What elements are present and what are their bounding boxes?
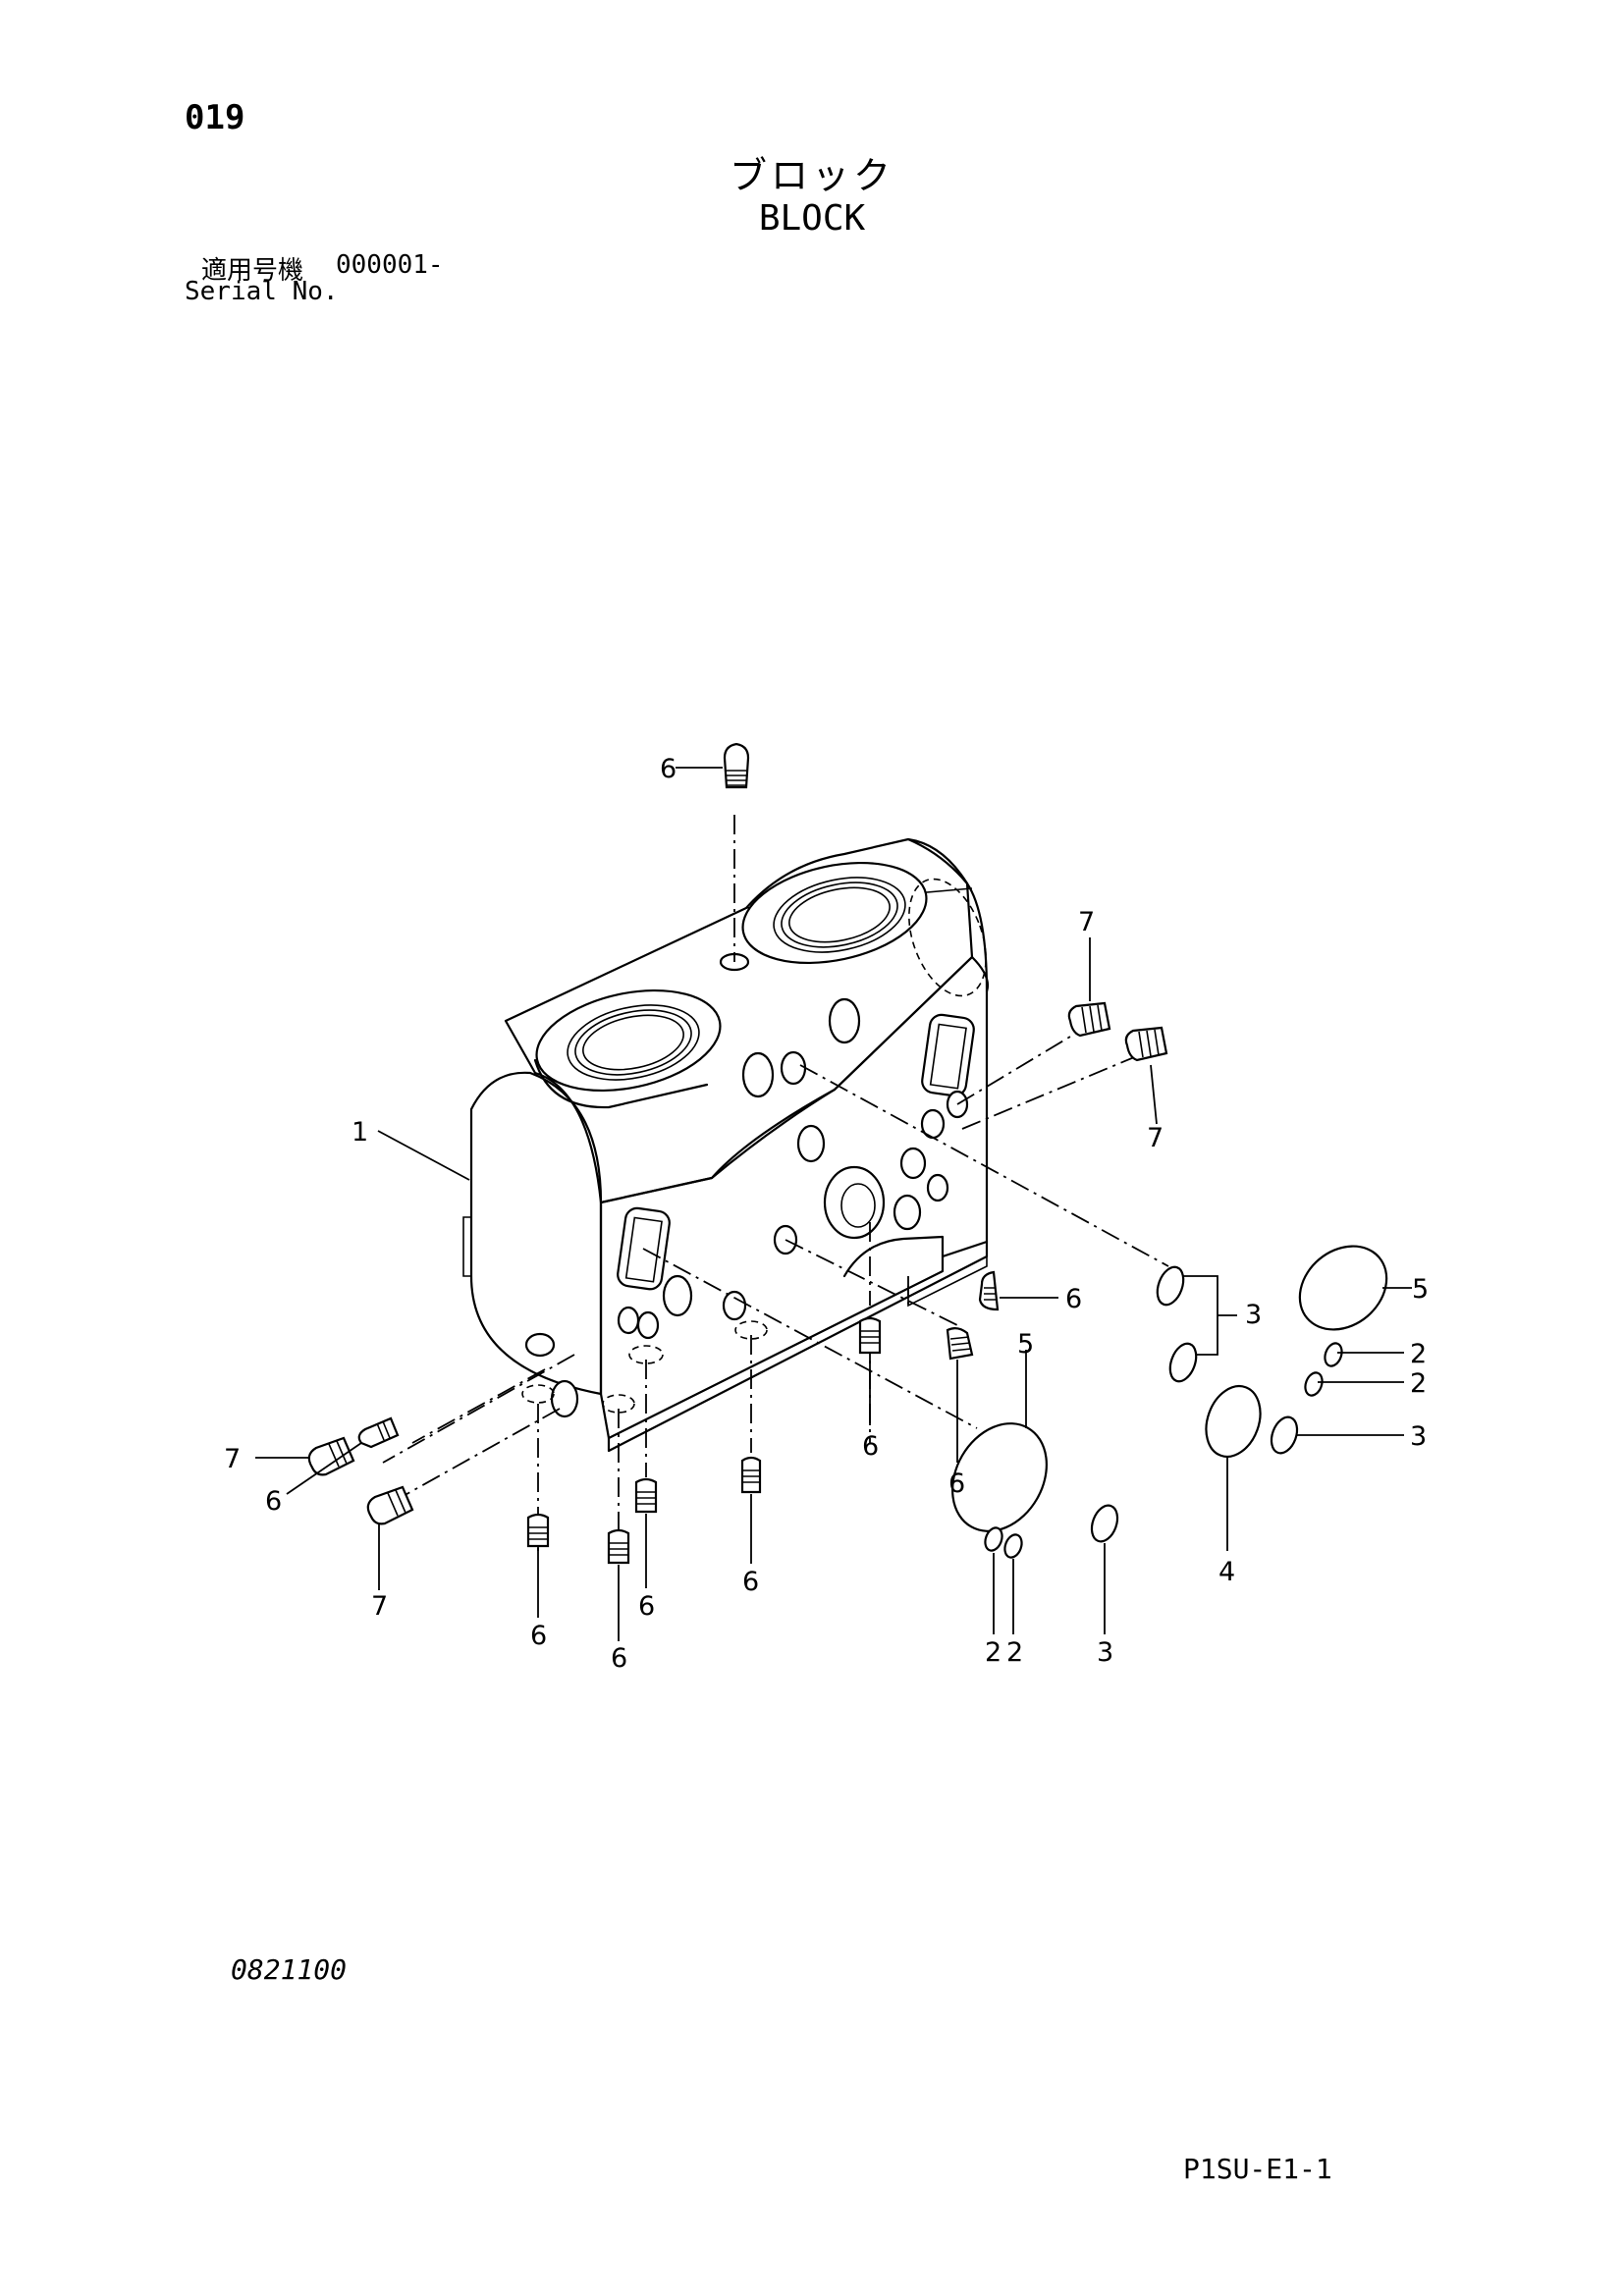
callout-1: 1 (352, 1117, 368, 1148)
drawing-number: 0821100 (231, 1953, 348, 1986)
bottom-hidden-holes (521, 1320, 768, 1414)
callout-6-bottom-right: 6 (742, 1567, 759, 1597)
large-plugs (307, 1001, 1168, 1525)
plugs (357, 742, 1000, 1565)
callout-4: 4 (1218, 1557, 1235, 1587)
callout-6-center: 6 (862, 1431, 879, 1462)
callout-2-right-lower: 2 (1410, 1368, 1427, 1399)
front-face-holes (524, 997, 975, 1418)
title-japanese: ブロック (729, 154, 894, 197)
callout-2-bottom-left: 2 (985, 1637, 1001, 1668)
title-english: BLOCK (758, 198, 866, 239)
callout-2-right-upper: 2 (1410, 1339, 1427, 1369)
callout-7-left-lower: 7 (371, 1591, 388, 1622)
callout-6-left: 6 (265, 1486, 282, 1517)
callout-6-top: 6 (660, 754, 677, 784)
callout-3-pair: 3 (1245, 1300, 1262, 1330)
callout-2-bottom-right: 2 (1006, 1637, 1023, 1668)
callout-7-right-upper: 7 (1078, 907, 1095, 937)
page-number: 019 (185, 98, 245, 137)
top-port-right (741, 861, 987, 997)
serial-value: 000001- (336, 250, 444, 280)
callout-6-bottom-mid: 6 (638, 1591, 655, 1622)
callout-6-diagonal: 6 (948, 1468, 965, 1499)
top-port-left (533, 988, 722, 1109)
callout-3-right: 3 (1410, 1421, 1427, 1452)
callout-6-bottom-left: 6 (530, 1621, 547, 1651)
callout-3-bottom: 3 (1097, 1637, 1113, 1668)
page-code: P1SU-E1-1 (1183, 2153, 1332, 2185)
serial-label-japanese: 適用号機 (201, 256, 304, 286)
callout-6-step: 6 (1065, 1284, 1082, 1314)
leader-lines (255, 767, 1412, 1641)
callout-7-left-upper: 7 (224, 1444, 241, 1474)
callout-5-center: 5 (1017, 1329, 1034, 1360)
block-body (462, 837, 990, 1453)
callout-6-bottom-lower: 6 (611, 1643, 627, 1674)
callout-7-right-lower: 7 (1147, 1123, 1164, 1153)
serial-label-english: Serial No. (185, 277, 339, 306)
callout-5-right: 5 (1412, 1274, 1429, 1305)
o-rings (951, 1245, 1388, 1559)
callout-numbers: 6 7 7 1 3 5 2 2 3 4 6 5 6 6 6 6 6 6 7 6 … (224, 754, 1429, 1674)
